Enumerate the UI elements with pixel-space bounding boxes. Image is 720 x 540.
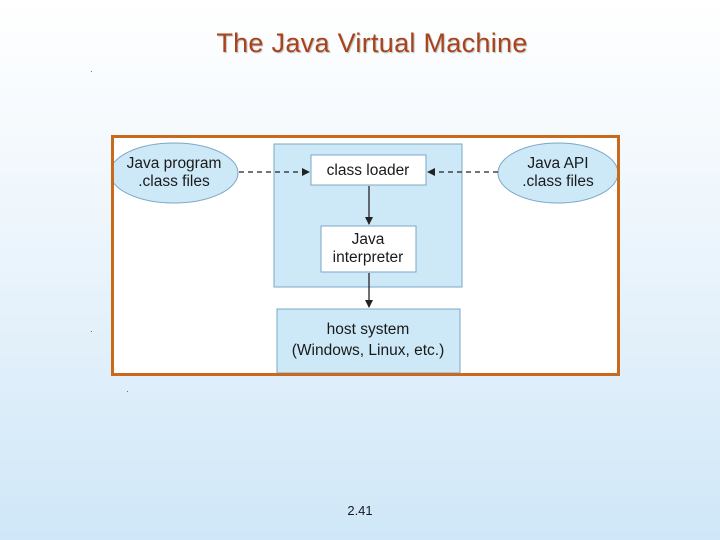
figure-frame: Java program .class files Java API .clas…: [111, 135, 620, 376]
interpreter-label-line2: interpreter: [333, 249, 404, 266]
interpreter-box: [320, 225, 417, 273]
java-api-label-line2: .class files: [522, 173, 594, 190]
java-api-ellipse: [497, 142, 617, 204]
java-api-label-line1: Java API: [527, 155, 588, 172]
host-system-box: [276, 308, 461, 373]
host-system-label-line2: (Windows, Linux, etc.): [292, 342, 444, 359]
stray-dot: ·: [90, 327, 93, 336]
stray-dot: ·: [126, 387, 129, 396]
stray-dot: ·: [90, 67, 93, 76]
page-number: 2.41: [347, 503, 373, 518]
java-program-ellipse: [114, 142, 239, 204]
interpreter-label-line1: Java: [352, 231, 385, 248]
jvm-diagram: Java program .class files Java API .clas…: [114, 142, 617, 373]
slide-title: The Java Virtual Machine: [216, 28, 528, 58]
host-system-label-line1: host system: [327, 321, 410, 338]
class-loader-box: [310, 154, 427, 186]
java-program-label-line1: Java program: [127, 155, 222, 172]
class-loader-label: class loader: [327, 162, 410, 179]
java-program-label-line2: .class files: [138, 173, 210, 190]
